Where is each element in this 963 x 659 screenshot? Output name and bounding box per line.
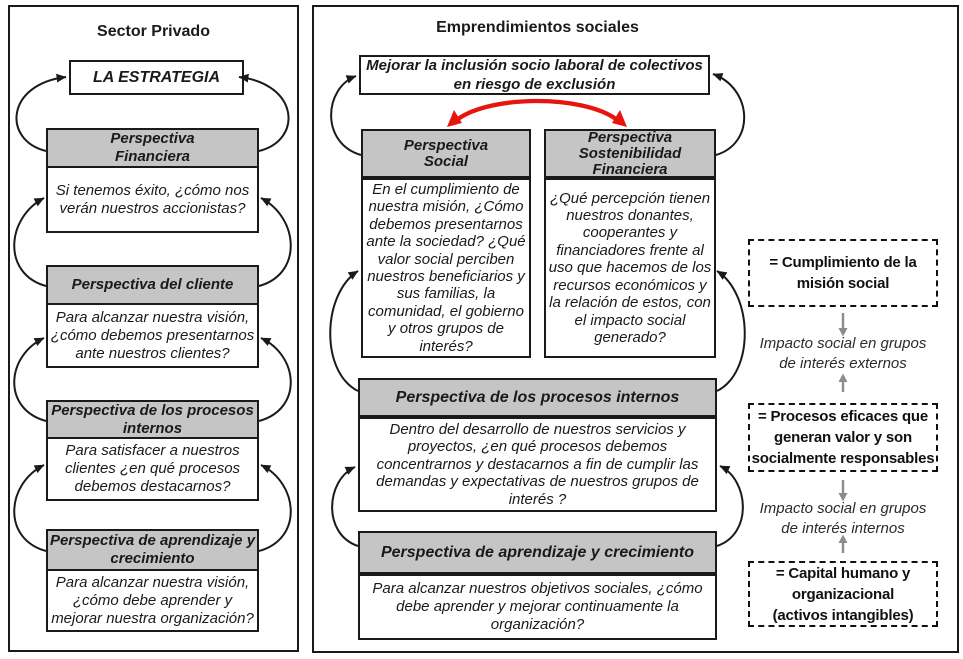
social-body-text: En el cumplimiento de nuestra misión, ¿C… [366, 180, 526, 355]
estrategia-box: LA ESTRATEGIA [69, 60, 244, 95]
aprendizaje-body-left-text: Para alcanzar nuestra visión, ¿cómo debe… [51, 573, 254, 627]
aprendizaje-header-right-label: Perspectiva de aprendizaje y crecimiento [380, 543, 695, 561]
procesos-header-right-label: Perspectiva de los procesos internos [395, 388, 680, 406]
procesos-body-left-text: Para satisfacer a nuestros clientes ¿en … [64, 442, 241, 495]
aprendizaje-header-left-label: Perspectiva de aprendizaje y crecimiento [49, 532, 256, 567]
sostenibilidad-header-label: Perspectiva Sostenibilidad Financiera [578, 128, 682, 178]
aprendizaje-body-right: Para alcanzar nuestros objetivos sociale… [358, 574, 717, 640]
legend-label-internos-text: Impacto social en grupos de interés inte… [759, 500, 927, 537]
aprendizaje-body-right-text: Para alcanzar nuestros objetivos sociale… [372, 580, 703, 633]
aprendizaje-header-right: Perspectiva de aprendizaje y crecimiento [358, 531, 717, 574]
procesos-body-left: Para satisfacer a nuestros clientes ¿en … [46, 437, 259, 501]
procesos-header-left-label: Perspectiva de los procesos internos [51, 401, 254, 437]
sostenibilidad-body-text: ¿Qué percepción tienen nuestros donantes… [548, 189, 712, 346]
cliente-body: Para alcanzar nuestra visión, ¿cómo debe… [46, 303, 259, 368]
legend-label-externos: Impacto social en grupos de interés exte… [733, 334, 953, 374]
sostenibilidad-header: Perspectiva Sostenibilidad Financiera [544, 129, 716, 178]
mision-box: Mejorar la inclusión socio laboral de co… [359, 55, 710, 95]
social-header: Perspectiva Social [361, 129, 531, 178]
sector-privado-title: Sector Privado [97, 23, 210, 40]
financiera-header: Perspectiva Financiera [46, 128, 259, 168]
procesos-header-right: Perspectiva de los procesos internos [358, 378, 717, 417]
cliente-body-text: Para alcanzar nuestra visión, ¿cómo debe… [50, 308, 255, 362]
aprendizaje-body-left: Para alcanzar nuestra visión, ¿cómo debe… [46, 569, 259, 632]
social-body: En el cumplimiento de nuestra misión, ¿C… [361, 178, 531, 358]
financiera-body: Si tenemos éxito, ¿cómo nos verán nuestr… [46, 166, 259, 233]
financiera-body-text: Si tenemos éxito, ¿cómo nos verán nuestr… [55, 181, 250, 217]
financiera-header-label: Perspectiva Financiera [110, 130, 195, 165]
sostenibilidad-body: ¿Qué percepción tienen nuestros donantes… [544, 178, 716, 358]
legend-box-procesos-text: = Procesos eficaces que generan valor y … [751, 408, 935, 467]
legend-label-internos: Impacto social en grupos de interés inte… [733, 499, 953, 539]
legend-box-capital: = Capital humano y organizacional (activ… [748, 561, 938, 627]
emprendimientos-title: Emprendimientos sociales [436, 19, 639, 36]
legend-box-capital-text: = Capital humano y organizacional (activ… [772, 564, 914, 624]
legend-box-mision-text: = Cumplimiento de la misión social [769, 254, 917, 292]
procesos-header-left: Perspectiva de los procesos internos [46, 400, 259, 439]
legend-box-procesos: = Procesos eficaces que generan valor y … [748, 403, 938, 472]
social-header-label: Perspectiva Social [403, 136, 489, 170]
estrategia-label: LA ESTRATEGIA [92, 68, 221, 86]
procesos-body-right-text: Dentro del desarrollo de nuestros servic… [376, 420, 699, 508]
legend-box-mision: = Cumplimiento de la misión social [748, 239, 938, 307]
cliente-header-label: Perspectiva del cliente [71, 276, 234, 293]
cliente-header: Perspectiva del cliente [46, 265, 259, 305]
legend-label-externos-text: Impacto social en grupos de interés exte… [759, 335, 927, 372]
aprendizaje-header-left: Perspectiva de aprendizaje y crecimiento [46, 529, 259, 571]
mision-box-text: Mejorar la inclusión socio laboral de co… [366, 57, 703, 93]
procesos-body-right: Dentro del desarrollo de nuestros servic… [358, 417, 717, 512]
